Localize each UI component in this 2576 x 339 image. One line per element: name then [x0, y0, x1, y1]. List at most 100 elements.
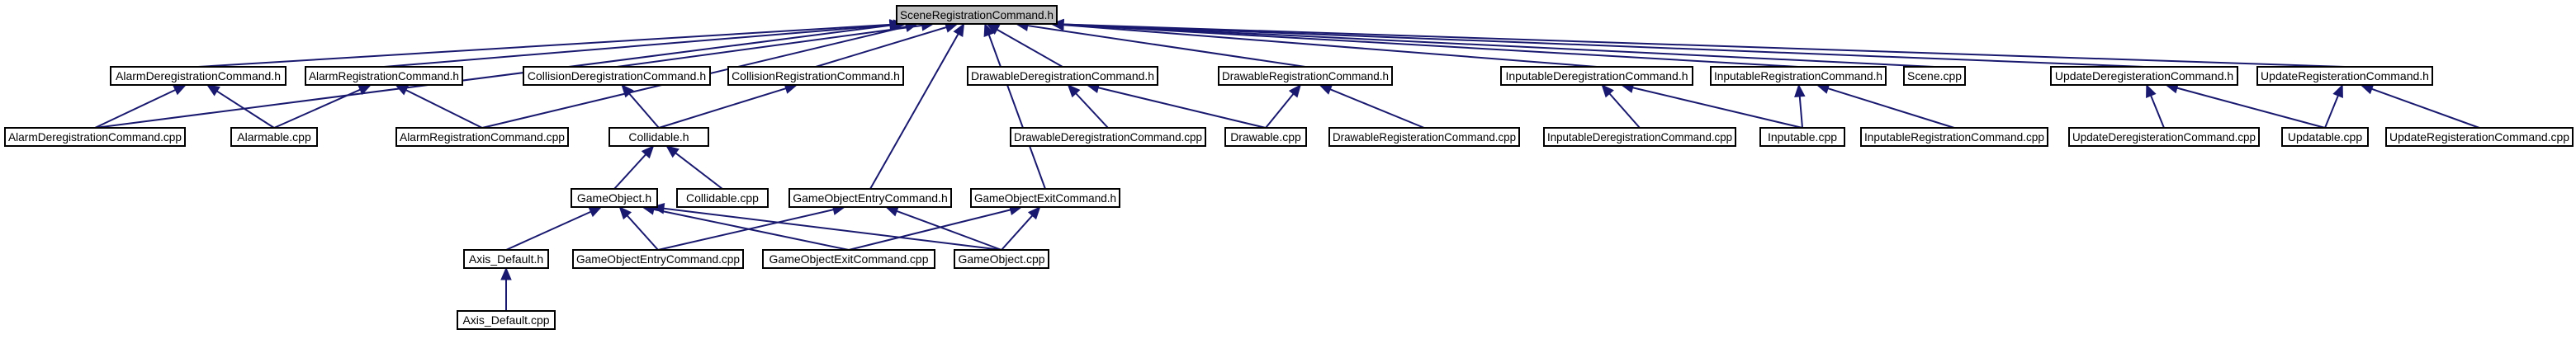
arrowhead-inputablecpp-to-irh: [1794, 83, 1806, 98]
arrowhead-axish-to-goh: [588, 206, 603, 218]
arrowhead-idrcpp-to-idrh: [1601, 84, 1614, 98]
node-box: [457, 310, 556, 330]
edge-updatablecpp-to-urh: [2324, 95, 2339, 129]
edge-alarmablecpp-to-arh: [273, 88, 361, 129]
arrowhead-axiscpp-to-axish: [500, 266, 512, 280]
edge-udrh-to-root: [1063, 23, 2145, 68]
edge-ircpp-to-irh: [1827, 87, 1955, 129]
node-urcpp[interactable]: UpdateRegisterationCommand.cpp: [2385, 127, 2574, 147]
node-ircpp[interactable]: InputableRegistrationCommand.cpp: [1860, 127, 2048, 147]
node-root[interactable]: SceneRegistrationCommand.h: [896, 5, 1058, 25]
node-urh[interactable]: UpdateRegisterationCommand.h: [2256, 66, 2433, 86]
node-crh[interactable]: CollisionRegistrationCommand.h: [727, 66, 904, 86]
edge-adrcpp-to-root: [94, 24, 891, 129]
edge-adrh-to-root: [197, 23, 891, 68]
node-adrcpp[interactable]: AlarmDeregistrationCommand.cpp: [4, 127, 186, 147]
node-goecpp[interactable]: GameObjectEntryCommand.cpp: [572, 249, 744, 269]
node-box: [1759, 127, 1845, 147]
node-box: [230, 127, 318, 147]
node-goxcpp[interactable]: GameObjectExitCommand.cpp: [762, 249, 935, 269]
node-gocpp[interactable]: GameObject.cpp: [954, 249, 1049, 269]
node-label: Inputable.cpp: [1768, 130, 1837, 144]
node-box: [572, 249, 744, 269]
node-box: [2281, 127, 2369, 147]
node-label: GameObject.h: [577, 191, 651, 205]
node-axiscpp[interactable]: Axis_Default.cpp: [457, 310, 556, 330]
edge-adrcpp-to-adrh: [94, 89, 176, 129]
node-axish[interactable]: Axis_Default.h: [463, 249, 549, 269]
arrowhead-arcpp-to-arh: [395, 84, 410, 96]
node-label: DrawableDeregistrationCommand.h: [971, 69, 1154, 82]
arrowhead-goecpp-to-goh: [618, 206, 632, 220]
node-label: InputableRegistrationCommand.cpp: [1864, 130, 2044, 144]
node-label: AlarmDeregistrationCommand.cpp: [8, 130, 182, 144]
node-alarmablecpp[interactable]: Alarmable.cpp: [230, 127, 318, 147]
node-udrcpp[interactable]: UpdateDeregisterationCommand.cpp: [2068, 127, 2260, 147]
edge-idrcpp-to-idrh: [1608, 92, 1641, 129]
node-box: [110, 66, 286, 86]
arrowhead-gocpp-to-goh: [651, 203, 665, 214]
node-adrh[interactable]: AlarmDeregistrationCommand.h: [110, 66, 286, 86]
edge-collidableh-to-cdrh: [628, 92, 660, 129]
node-label: GameObjectExitCommand.h: [974, 191, 1116, 205]
node-label: Axis_Default.h: [469, 252, 543, 266]
edge-scenecpp-to-root: [1063, 23, 1935, 68]
node-label: GameObject.cpp: [958, 252, 1044, 266]
node-ddrh[interactable]: DrawableDeregistrationCommand.h: [967, 66, 1158, 86]
node-box: [788, 188, 952, 208]
node-inputablecpp[interactable]: Inputable.cpp: [1759, 127, 1845, 147]
node-box: [1010, 127, 1206, 147]
node-box: [463, 249, 549, 269]
node-collidablecpp[interactable]: Collidable.cpp: [676, 188, 769, 208]
node-box: [727, 66, 904, 86]
arrowhead-udrcpp-to-udrh: [2146, 83, 2157, 98]
node-label: UpdateRegisterationCommand.h: [2261, 69, 2429, 82]
node-layer: SceneRegistrationCommand.hAlarmDeregistr…: [4, 5, 2574, 330]
arrowhead-collidablecpp-to-collidableh: [665, 145, 680, 158]
arrowhead-gocpp-to-goxh: [1027, 206, 1041, 220]
node-collidableh[interactable]: Collidable.h: [608, 127, 709, 147]
edge-inputablecpp-to-idrh: [1632, 87, 1803, 129]
edge-idrh-to-root: [1062, 24, 1598, 68]
edge-collidableh-to-crh: [658, 87, 787, 129]
node-ddrcpp[interactable]: DrawableDeregistrationCommand.cpp: [1010, 127, 1206, 147]
node-idrh[interactable]: InputableDeregistrationCommand.h: [1500, 66, 1693, 86]
edge-drawablecpp-to-ddrh: [1097, 87, 1267, 129]
edge-goecpp-to-goeh: [657, 209, 834, 251]
edge-alarmablecpp-to-adrh: [216, 90, 275, 129]
node-drh[interactable]: DrawableRegistrationCommand.h: [1218, 66, 1393, 86]
node-arh[interactable]: AlarmRegistrationCommand.h: [305, 66, 463, 86]
node-arcpp[interactable]: AlarmRegistrationCommand.cpp: [395, 127, 569, 147]
node-goeh[interactable]: GameObjectEntryCommand.h: [788, 188, 952, 208]
node-label: InputableRegistrationCommand.h: [1714, 69, 1882, 82]
node-goxh[interactable]: GameObjectExitCommand.h: [970, 188, 1120, 208]
node-label: Drawable.cpp: [1230, 130, 1301, 144]
edge-axish-to-goh: [505, 210, 591, 251]
edge-goxcpp-to-goxh: [848, 209, 1011, 251]
edge-collidablecpp-to-collidableh: [675, 152, 723, 190]
node-box: [395, 127, 569, 147]
node-label: DrawableRegistrationCommand.h: [1222, 69, 1389, 82]
node-drawablecpp[interactable]: Drawable.cpp: [1224, 127, 1307, 147]
node-box: [571, 188, 658, 208]
edge-goxh-to-root: [987, 34, 1046, 190]
node-label: UpdateDeregisterationCommand.h: [2055, 69, 2233, 82]
node-updatablecpp[interactable]: Updatable.cpp: [2281, 127, 2369, 147]
edge-goecpp-to-goh: [626, 214, 659, 251]
node-label: AlarmRegistrationCommand.cpp: [400, 130, 565, 144]
node-irh[interactable]: InputableRegistrationCommand.h: [1710, 66, 1887, 86]
arrowhead-urh-to-root: [1050, 18, 1064, 31]
edge-arh-to-root: [383, 24, 894, 68]
arrowhead-goeh-to-root: [953, 22, 965, 37]
node-udrh[interactable]: UpdateDeregisterationCommand.h: [2050, 66, 2238, 86]
node-scenecpp[interactable]: Scene.cpp: [1903, 66, 1966, 86]
edge-udrcpp-to-udrh: [2150, 95, 2165, 129]
node-cdrh[interactable]: CollisionDeregistrationCommand.h: [523, 66, 711, 86]
node-drcpp[interactable]: DrawableRegisterationCommand.cpp: [1328, 127, 1520, 147]
node-idrcpp[interactable]: InputableDeregistrationCommand.cpp: [1543, 127, 1736, 147]
node-box: [2385, 127, 2574, 147]
node-box: [1710, 66, 1887, 86]
node-box: [1328, 127, 1520, 147]
node-goh[interactable]: GameObject.h: [571, 188, 658, 208]
